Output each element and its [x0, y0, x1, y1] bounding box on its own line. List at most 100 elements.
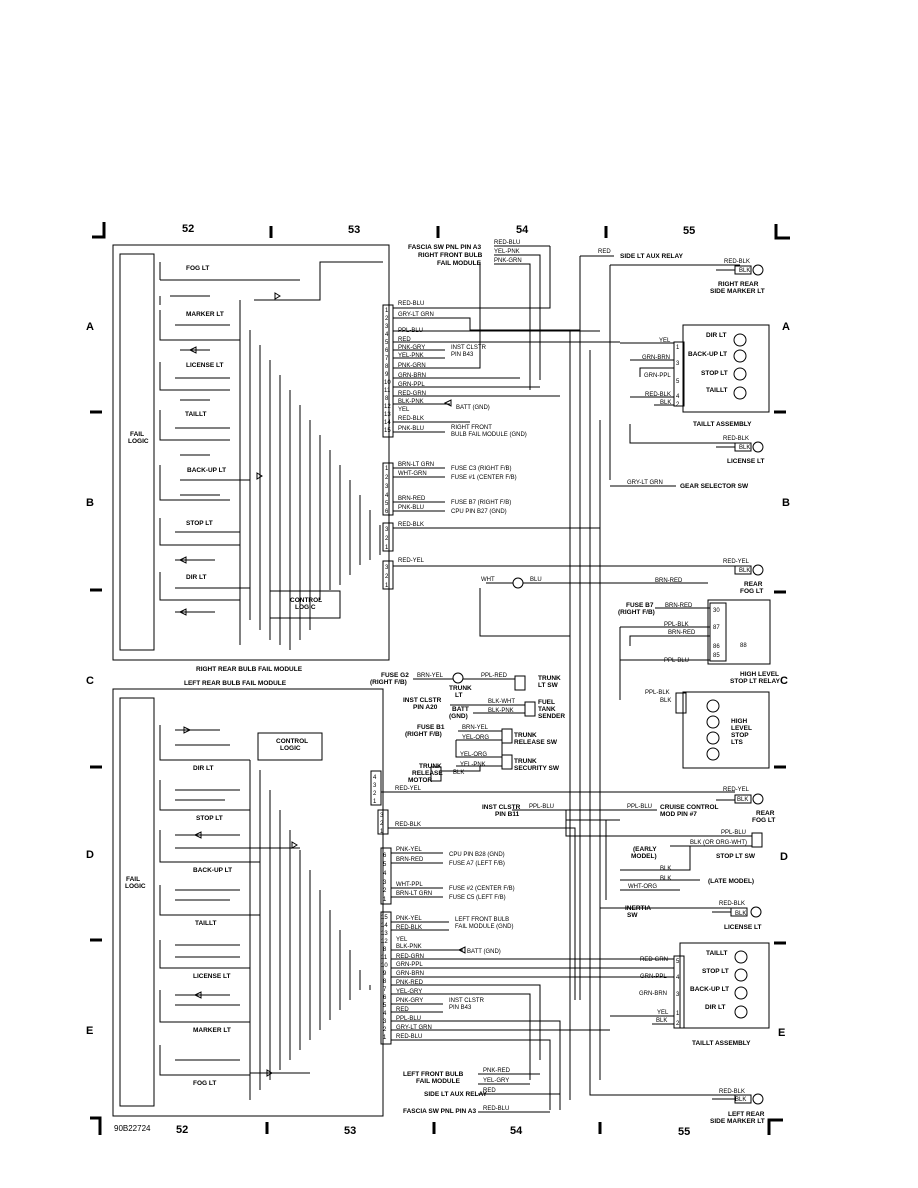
- taillt-item: TAILLT: [706, 387, 727, 394]
- trunk-lt-label: LT: [455, 692, 462, 699]
- pin-label: 2: [385, 574, 389, 580]
- wire-label: PPL-BLU: [396, 1016, 421, 1022]
- pin-label: 8: [385, 396, 389, 402]
- fuel-label: FUEL: [538, 699, 555, 706]
- taillt-item: STOP LT: [702, 968, 729, 975]
- top-label: FAIL MODULE: [437, 260, 482, 267]
- cruise-label: MOD PIN #7: [660, 811, 697, 818]
- wire-label: BRN-RED: [398, 496, 426, 502]
- security-label: SECURITY SW: [514, 765, 560, 772]
- pin-label: 5: [385, 501, 389, 507]
- wire-label: RED-BLK: [645, 392, 671, 398]
- wire-label: YEL: [398, 407, 410, 413]
- wire-label: BRN-RED: [655, 578, 683, 584]
- bulb-icon: [734, 1005, 748, 1019]
- pin-label: 9: [385, 372, 389, 378]
- release-label: TRUNK: [514, 732, 537, 739]
- fail-logic-label: FAIL: [126, 876, 140, 883]
- rear-fog-label: REAR: [756, 810, 775, 817]
- trunk-section: FUSE G2 (RIGHT F/B) BRN-YEL PPL-RED TRUN…: [370, 672, 565, 784]
- pin-label: 8: [385, 364, 389, 370]
- pin-label: 3: [383, 1019, 387, 1025]
- relay-pin: 87: [713, 625, 720, 631]
- pin-label: 2: [373, 791, 377, 797]
- switch-label: BACK-UP LT: [187, 467, 226, 474]
- wire-label: WHT-GRN: [398, 471, 427, 477]
- top-label: RIGHT FRONT BULB: [418, 252, 483, 259]
- switch-label: BACK-UP LT: [193, 867, 232, 874]
- taillt-label: TAILLT ASSEMBLY: [692, 1040, 751, 1047]
- lts-label: LTS: [731, 739, 743, 746]
- batt-label: BATT: [452, 706, 469, 713]
- pin-label: 4: [385, 332, 389, 338]
- fuse-label: FUSE B7: [626, 602, 654, 609]
- taillt-item: BACK-UP LT: [690, 986, 729, 993]
- inst-clstr-label: PIN B43: [451, 352, 474, 358]
- left-bottom: LEFT FRONT BULB FAIL MODULE SIDE LT AUX …: [403, 1068, 560, 1115]
- wire-label: BRN-RED: [668, 630, 696, 636]
- taillt-label: TAILLT ASSEMBLY: [693, 421, 752, 428]
- col-label: 55: [678, 1126, 690, 1138]
- harness-lines: [569, 330, 601, 1100]
- wire-label: RED-BLU: [494, 240, 520, 246]
- pin-label: 1: [373, 799, 377, 805]
- pin-label: 3: [380, 813, 384, 819]
- bulb-fail-label: LEFT FRONT BULB: [403, 1071, 464, 1078]
- wire-label: GRN-BRN: [639, 991, 667, 997]
- top-connector: FASCIA SW PNL PIN A3 RIGHT FRONT BULB FA…: [408, 240, 684, 390]
- fuel-label: TANK: [538, 706, 556, 713]
- wire-label: BLK: [453, 770, 464, 776]
- taillt-item: DIR LT: [706, 332, 726, 339]
- fuse-label: (RIGHT F/B): [370, 679, 407, 686]
- col-label: 52: [182, 223, 194, 235]
- wire-label: BRN-RED: [396, 857, 424, 863]
- fuse-label: (RIGHT F/B): [405, 731, 442, 738]
- motor-label: MOTOR: [408, 777, 432, 784]
- inst-label: INST CLSTR: [482, 804, 521, 811]
- switch-label: DIR LT: [186, 574, 206, 581]
- wire-label: BLK-WHT: [488, 699, 515, 705]
- pin-label: 3: [385, 484, 389, 490]
- pin-label: 2: [385, 475, 389, 481]
- wire-label: GRN-PPL: [398, 382, 425, 388]
- pin-label: 3: [385, 565, 389, 571]
- switch-label: STOP LT: [196, 815, 223, 822]
- pin-label: 14: [384, 420, 391, 426]
- fuse-label: FUSE C3 (RIGHT F/B): [451, 466, 512, 472]
- wire-label: BLK: [739, 445, 750, 451]
- release-label: RELEASE SW: [514, 739, 558, 746]
- right-module: FAIL LOGIC CONTROL LOGIC RIGHT REAR BULB…: [112, 244, 390, 673]
- col-label: 54: [516, 224, 529, 236]
- pin-label: 7: [385, 356, 389, 362]
- pin-label: 3: [385, 324, 389, 330]
- pin-label: 12: [384, 404, 391, 410]
- rear-fog-label: REAR: [744, 581, 763, 588]
- fuse-label: FUSE A7 (LEFT F/B): [449, 861, 505, 867]
- pin-label: 2: [676, 1021, 680, 1027]
- wire-label: WHT-ORG: [628, 884, 657, 890]
- relay-pin: 30: [713, 608, 720, 614]
- wire-label: RED-YEL: [395, 786, 422, 792]
- inst-label: PIN B11: [495, 811, 520, 818]
- model-label: (LATE MODEL): [708, 878, 754, 885]
- marker-label: SIDE MARKER LT: [710, 1118, 765, 1125]
- relay-pin: 88: [740, 643, 747, 649]
- wire-label: BLK: [660, 876, 671, 882]
- control-logic-label: CONTROL: [276, 738, 308, 745]
- pin-label: 3: [373, 783, 377, 789]
- fascia-label: FASCIA SW PNL PIN A3: [403, 1108, 476, 1115]
- inst-label: PIN A20: [413, 704, 438, 711]
- batt-label: BATT (GND): [456, 405, 490, 411]
- pin-label: 5: [383, 1003, 387, 1009]
- wire-label: RED-YEL: [398, 558, 425, 564]
- fail-logic-label: LOGIC: [128, 438, 149, 445]
- wire-label: PNK-GRY: [396, 998, 423, 1004]
- row-label: B: [782, 497, 790, 509]
- row-label: C: [780, 675, 788, 687]
- control-logic-label: CONTROL: [290, 597, 322, 604]
- bulb-icon: [733, 349, 747, 363]
- wire-label: RED-BLK: [398, 416, 424, 422]
- inst-clstr-label: PIN B43: [449, 1005, 472, 1011]
- motor-label: RELEASE: [412, 770, 443, 777]
- fuse-label: FUSE C5 (LEFT F/B): [449, 895, 506, 901]
